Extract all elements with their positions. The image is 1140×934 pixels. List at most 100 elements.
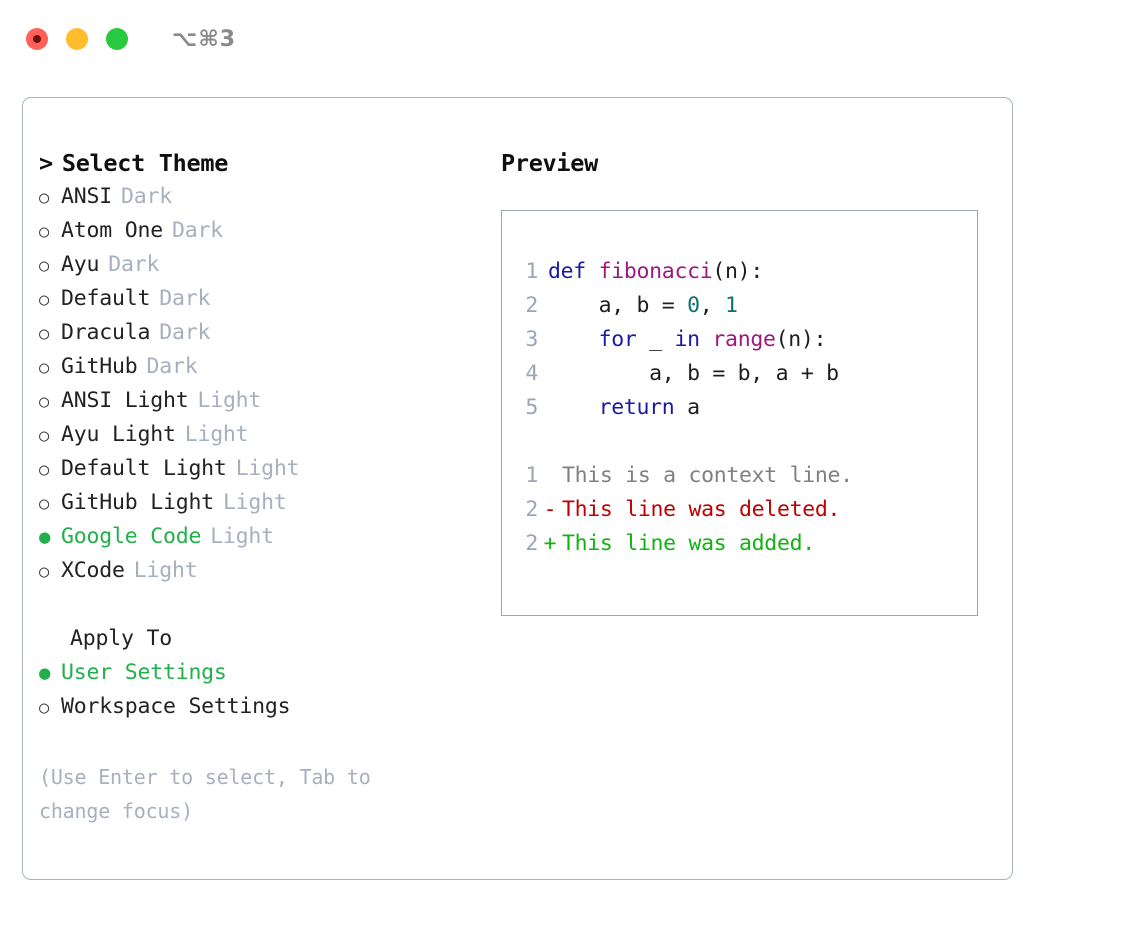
select-theme-heading: > Select Theme [39, 146, 501, 180]
line-number: 1 [525, 259, 538, 284]
diff-text: This line was added. [562, 531, 815, 556]
theme-option-kind-badge: Light [184, 422, 249, 447]
radio-unselected-icon: ○ [39, 460, 50, 480]
radio-unselected-icon: ○ [39, 324, 50, 344]
maximize-button-icon[interactable] [106, 28, 128, 50]
code-token-plain: , [699, 293, 726, 318]
minimize-button-icon[interactable] [66, 28, 88, 50]
theme-option-label: Default [61, 286, 151, 311]
code-token-fn: range [712, 327, 776, 352]
theme-option-label: XCode [61, 558, 125, 583]
theme-option-default[interactable]: ○ Default Dark [39, 282, 501, 316]
theme-option-label: Ayu [61, 252, 100, 277]
preview-gap [502, 425, 977, 459]
radio-unselected-icon: ○ [39, 256, 50, 276]
theme-option-kind-badge: Light [133, 558, 198, 583]
traffic-light-group [26, 28, 128, 50]
apply-to-option-user-settings[interactable]: ● User Settings [39, 656, 501, 690]
code-text: return a [538, 391, 700, 425]
radio-unselected-icon: ○ [39, 358, 50, 378]
code-text: for _ in range(n): [538, 323, 827, 357]
close-button-icon[interactable] [26, 28, 48, 50]
theme-option-kind-badge: Dark [159, 286, 211, 311]
theme-option-kind-badge: Light [222, 490, 287, 515]
code-token-plain [700, 327, 713, 352]
theme-option-label: Atom One [61, 218, 163, 243]
line-number: 5 [525, 395, 538, 420]
diff-marker-icon [538, 459, 562, 493]
code-token-plain: (n): [775, 327, 827, 352]
title-bar: ⌥⌘3 [0, 0, 1140, 78]
preview-heading: Preview [501, 149, 598, 177]
line-number: 2 [525, 293, 538, 318]
select-theme-title: Select Theme [61, 149, 229, 177]
theme-option-atom-one[interactable]: ○ Atom One Dark [39, 214, 501, 248]
code-token-kw: for [598, 327, 637, 352]
theme-option-kind-badge: Dark [120, 184, 172, 209]
theme-option-label: Ayu Light [61, 422, 176, 447]
code-token-plain: a [674, 395, 700, 420]
code-line: 5 return a [502, 391, 977, 425]
theme-option-ayu-light[interactable]: ○ Ayu Light Light [39, 418, 501, 452]
apply-to-heading: Apply To [70, 626, 172, 651]
theme-option-kind-badge: Dark [108, 252, 160, 277]
window-shortcut-label: ⌥⌘3 [172, 26, 237, 52]
apply-to-option-list: ● User Settings ○ Workspace Settings [39, 656, 501, 724]
radio-unselected-icon: ○ [39, 222, 50, 242]
theme-option-label: ANSI [61, 184, 112, 209]
code-token-num: 1 [725, 293, 738, 318]
theme-option-kind-badge: Dark [159, 320, 211, 345]
radio-unselected-icon: ○ [39, 698, 50, 718]
theme-option-label: Dracula [61, 320, 151, 345]
diff-sample: 1 This is a context line.2-This line was… [502, 459, 977, 561]
diff-marker-icon: + [543, 531, 557, 556]
code-token-plain: a, b = b, a + b [548, 361, 839, 386]
line-number: 1 [525, 463, 538, 488]
radio-unselected-icon: ○ [39, 392, 50, 412]
line-number: 3 [525, 327, 538, 352]
code-text: a, b = 0, 1 [538, 289, 738, 323]
apply-to-option-label: User Settings [61, 660, 227, 685]
code-token-plain: (n): [712, 259, 763, 284]
radio-selected-icon: ● [39, 662, 51, 684]
radio-unselected-icon: ○ [39, 426, 50, 446]
radio-unselected-icon: ○ [39, 290, 50, 310]
theme-option-kind-badge: Dark [171, 218, 223, 243]
code-token-fn: fibonacci [598, 259, 713, 284]
theme-option-ayu[interactable]: ○ Ayu Dark [39, 248, 501, 282]
code-line: 2 a, b = 0, 1 [502, 289, 977, 323]
apply-to-option-label: Workspace Settings [61, 694, 291, 719]
theme-option-label: ANSI Light [61, 388, 189, 413]
theme-option-label: GitHub Light [61, 490, 214, 515]
diff-line-del: 2-This line was deleted. [502, 493, 977, 527]
theme-option-label: Default Light [61, 456, 227, 481]
keyboard-hint-text: (Use Enter to select, Tab to change focu… [39, 765, 371, 823]
diff-marker-icon: - [543, 497, 557, 522]
apply-to-option-workspace-settings[interactable]: ○ Workspace Settings [39, 690, 501, 724]
code-token-kw: in [674, 327, 700, 352]
theme-option-ansi[interactable]: ○ ANSI Dark [39, 180, 501, 214]
code-token-plain [548, 395, 599, 420]
line-number: 4 [525, 361, 538, 386]
code-line: 3 for _ in range(n): [502, 323, 977, 357]
theme-option-label: Google Code [61, 524, 202, 549]
line-number: 2 [525, 497, 538, 522]
radio-unselected-icon: ○ [39, 188, 50, 208]
theme-option-dracula[interactable]: ○ Dracula Dark [39, 316, 501, 350]
code-text: def fibonacci(n): [538, 255, 763, 289]
line-number: 2 [525, 531, 538, 556]
diff-text: This line was deleted. [562, 497, 841, 522]
code-token-kw: def [548, 259, 599, 284]
